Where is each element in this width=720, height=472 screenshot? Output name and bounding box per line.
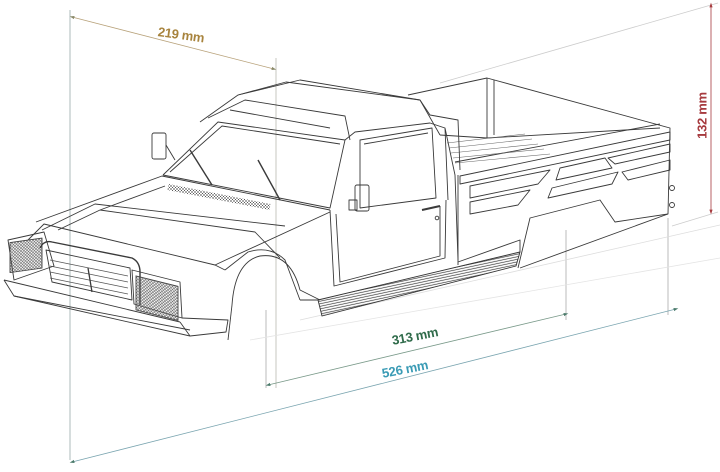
rocker-panel: [300, 239, 521, 317]
right-mirror: [354, 184, 370, 212]
truck-cab: [151, 79, 461, 287]
truck-hood-front: [3, 175, 331, 341]
dimension-label-132mm: 132 mm: [694, 92, 710, 139]
truck-body: [3, 77, 675, 341]
truck-bed: [407, 77, 675, 269]
left-mirror: [151, 132, 167, 160]
dimension-lines: [69, 2, 720, 463]
